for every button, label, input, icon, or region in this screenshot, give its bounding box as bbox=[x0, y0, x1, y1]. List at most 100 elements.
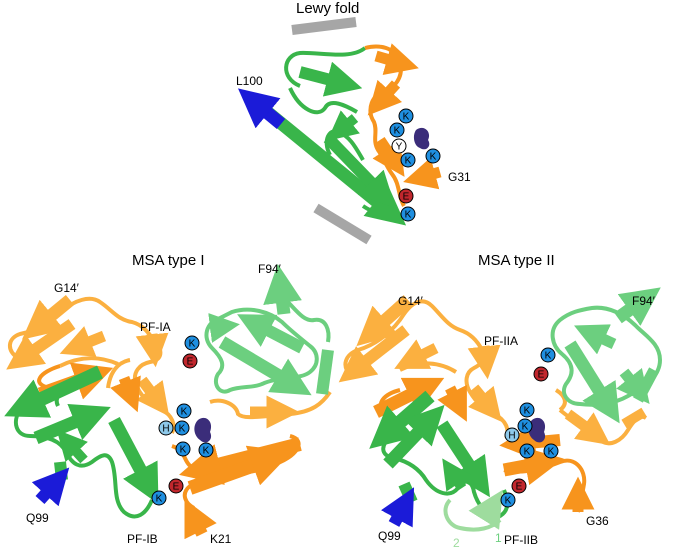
msa2-strand bbox=[633, 367, 659, 403]
msa1-residue-label: K bbox=[189, 339, 196, 350]
msa1-strand bbox=[33, 403, 111, 445]
msa1-residue-e bbox=[168, 478, 184, 494]
lewy-residue-label: K bbox=[403, 112, 410, 123]
msa1-strand bbox=[54, 461, 68, 481]
msa1-strand bbox=[263, 263, 302, 315]
lewy-loop bbox=[288, 87, 359, 115]
lewy-ligand-density bbox=[413, 127, 430, 150]
msa2-strand bbox=[437, 384, 467, 422]
msa1-strand bbox=[6, 319, 76, 370]
msa2-strand bbox=[564, 409, 611, 446]
msa1-residue-label: E bbox=[187, 357, 194, 368]
msa1-strand bbox=[59, 326, 107, 357]
lewy-strand bbox=[298, 61, 363, 97]
msa2-strand bbox=[383, 404, 445, 469]
lewy-residue-k bbox=[400, 152, 416, 168]
msa2-strand bbox=[574, 324, 617, 355]
msa1-residue-label: E bbox=[173, 482, 180, 493]
msa2-residue-label: H bbox=[508, 431, 515, 442]
lewy-residue-k bbox=[398, 108, 414, 124]
msa2-loop bbox=[399, 361, 458, 374]
lewy-residue-label: Y bbox=[396, 142, 403, 153]
msa1-strand bbox=[187, 445, 293, 495]
msa2-f94-label: F94′ bbox=[632, 294, 655, 308]
msa2-residue-e bbox=[533, 366, 549, 382]
msa2-residue-k bbox=[519, 443, 535, 459]
msa1-residues: K E K K H K K E K bbox=[151, 335, 214, 506]
msa1-strand bbox=[316, 349, 334, 395]
msa2-g14-label: G14′ bbox=[398, 294, 423, 308]
msa-type-1-title: MSA type I bbox=[132, 252, 205, 269]
msa1-loop bbox=[204, 307, 319, 394]
msa2-strand bbox=[468, 489, 503, 530]
msa1-strand-n-terminus bbox=[31, 467, 70, 507]
lewy-fold-title: Lewy fold bbox=[296, 0, 360, 17]
lewy-residue-label: K bbox=[430, 152, 437, 163]
msa2-residues: K E K K H K K E K bbox=[500, 347, 559, 508]
msa2-residue-k bbox=[519, 402, 535, 418]
lewy-strand bbox=[323, 133, 396, 209]
msa1-strand bbox=[184, 498, 217, 540]
msa1-loop bbox=[59, 356, 119, 368]
msa1-residue-label: K bbox=[179, 424, 186, 435]
lewy-residue-k bbox=[400, 206, 416, 222]
lewy-strand bbox=[327, 110, 360, 141]
msa1-strand bbox=[208, 313, 240, 343]
msa2-strand bbox=[621, 407, 647, 429]
msa2-strand bbox=[394, 339, 439, 369]
msa2-strand bbox=[442, 458, 472, 492]
msa2-residue-label: K bbox=[522, 422, 529, 433]
msa2-residue-label: K bbox=[524, 406, 531, 417]
msa1-g14-label: G14′ bbox=[54, 281, 79, 295]
msa1-strand bbox=[110, 375, 141, 413]
lewy-residue-k bbox=[425, 148, 441, 164]
msa2-residue-label: K bbox=[524, 447, 531, 458]
msa2-residue-e bbox=[511, 478, 527, 494]
msa-type-1-panel: K E K K H K K E K bbox=[4, 263, 334, 540]
lewy-membrane-top bbox=[291, 17, 357, 35]
msa2-strand bbox=[468, 384, 502, 422]
msa2-g36-label: G36 bbox=[586, 514, 609, 528]
msa2-residue-label: K bbox=[548, 447, 555, 458]
msa1-residue-label: K bbox=[203, 446, 210, 457]
msa1-strand bbox=[218, 336, 312, 396]
lewy-residues: K K Y K K E K bbox=[389, 108, 441, 222]
msa2-pf-iia-label: PF-IIA bbox=[484, 334, 519, 348]
msa1-strand bbox=[108, 416, 159, 505]
msa1-strand bbox=[56, 429, 88, 464]
lewy-strand bbox=[372, 136, 405, 177]
msa1-f94-label: F94′ bbox=[258, 262, 281, 276]
lewy-residue-y bbox=[391, 138, 407, 154]
msa1-residue-h bbox=[158, 420, 174, 436]
msa1-loop bbox=[284, 298, 331, 343]
msa1-residue-label: K bbox=[156, 494, 163, 505]
lewy-strand bbox=[403, 157, 442, 190]
msa1-residue-k bbox=[184, 335, 200, 351]
msa1-ligand-density bbox=[194, 417, 212, 443]
msa1-pf-ib-label: PF-IB bbox=[127, 532, 158, 546]
msa2-residue-h bbox=[504, 427, 520, 443]
msa1-loop bbox=[13, 408, 154, 519]
lewy-residue-label: E bbox=[403, 192, 410, 203]
lewy-membrane-bottom bbox=[313, 203, 372, 245]
lewy-loop bbox=[284, 46, 367, 88]
lewy-residue-label: K bbox=[394, 126, 401, 137]
msa2-strand bbox=[467, 344, 501, 380]
msa1-q99-label: Q99 bbox=[26, 511, 49, 525]
msa1-strand bbox=[21, 294, 75, 340]
msa2-strand bbox=[616, 367, 650, 405]
msa1-k21-label: K21 bbox=[210, 532, 232, 546]
lewy-fold-panel: K K Y K K E K bbox=[237, 17, 442, 245]
msa2-strand bbox=[614, 287, 661, 326]
msa1-residue-label: K bbox=[181, 407, 188, 418]
msa1-residue-k bbox=[151, 490, 167, 506]
msa1-strand bbox=[136, 376, 170, 417]
msa2-strand bbox=[564, 340, 620, 424]
msa2-strand bbox=[356, 295, 413, 347]
msa1-residue-label: H bbox=[162, 424, 169, 435]
lewy-strand bbox=[374, 43, 419, 76]
msa2-residue-label: K bbox=[545, 351, 552, 362]
lewy-n-terminus-label: L100 bbox=[236, 74, 263, 88]
msa1-pf-ia-label: PF-IA bbox=[140, 320, 171, 334]
